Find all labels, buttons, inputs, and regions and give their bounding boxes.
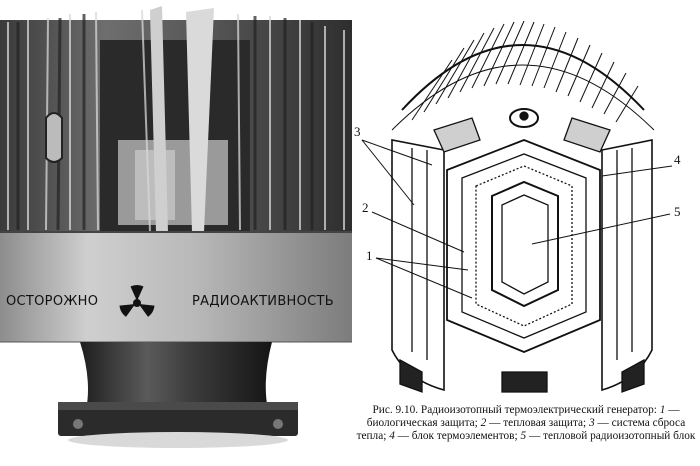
callout-5: 5	[674, 204, 681, 219]
rtg-photo: ОСТОРОЖНО РАДИОАКТИВНОСТЬ	[0, 6, 352, 448]
legend-number: 5	[520, 430, 527, 442]
banner-text-left: ОСТОРОЖНО	[6, 294, 98, 309]
legend-number: 1	[659, 404, 666, 416]
rtg-cutaway-drawing: 3 4 2 5 1	[352, 0, 700, 405]
legend-item-3: 3 — система сброса тепла;	[356, 417, 686, 442]
caption-title: Радиоизотопный термоэлектрический генера…	[420, 404, 657, 416]
figure-caption: Рис. 9.10. Радиоизотопный термоэлектриче…	[352, 404, 700, 443]
legend-item-4: 4 — блок термоэлементов;	[389, 430, 518, 442]
legend-text: система сброса тепла;	[356, 417, 686, 442]
rtg-photo-graphic: ОСТОРОЖНО РАДИОАКТИВНОСТЬ	[0, 6, 352, 448]
legend-item-5: 5 — тепловой радиоизотопный блок	[520, 430, 696, 442]
caption-label: Рис. 9.10.	[372, 404, 419, 416]
legend-text: тепловая защита;	[503, 417, 587, 429]
radiator-fins	[391, 20, 655, 131]
legend-item-2: 2 — тепловая защита;	[480, 417, 587, 429]
legend-item-1: 1 — биологическая защита;	[366, 404, 680, 429]
legend-text: тепловой радиоизотопный блок	[543, 430, 696, 442]
callout-3: 3	[354, 124, 361, 139]
legend-number: 3	[589, 417, 595, 429]
legend-text: блок термоэлементов;	[411, 430, 518, 442]
radiation-trefoil-icon	[119, 285, 155, 317]
legend-text: биологическая защита;	[366, 417, 478, 429]
callout-4: 4	[674, 152, 681, 167]
legend-number: 2	[480, 417, 487, 429]
callout-2: 2	[362, 200, 369, 215]
callout-1: 1	[366, 248, 373, 263]
legend-number: 4	[389, 430, 395, 442]
banner-text-right: РАДИОАКТИВНОСТЬ	[192, 294, 334, 309]
cutaway-graphic: 3 4 2 5 1	[354, 20, 681, 393]
